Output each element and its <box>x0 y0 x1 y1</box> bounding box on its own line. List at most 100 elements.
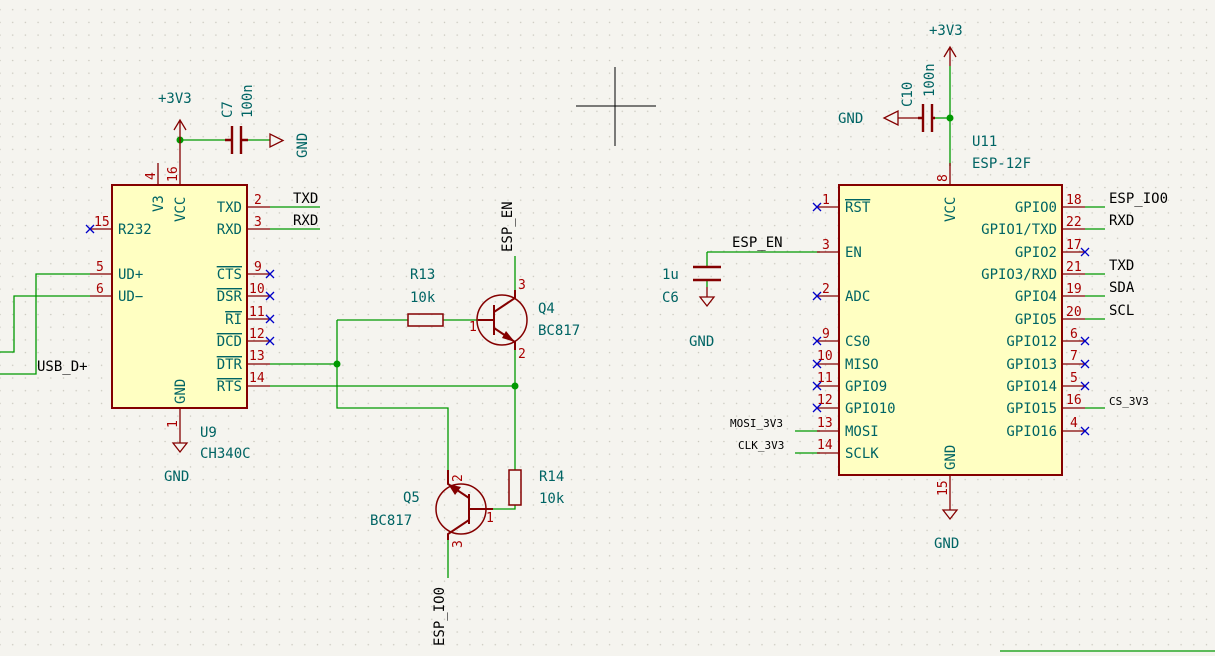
q5-pin-b: 1 <box>486 511 494 526</box>
r13-ref: R13 <box>410 267 435 283</box>
q5-leads <box>447 470 493 540</box>
net-label-txd[interactable]: TXD <box>293 191 318 207</box>
no-connect-x <box>265 314 275 324</box>
u9-pin-name: RTS <box>217 379 242 395</box>
u11-pin-name: GPIO5 <box>1015 312 1057 328</box>
u11-pin-num: 14 <box>817 438 833 453</box>
u11-pin-num: 5 <box>1070 371 1078 386</box>
q5-pin-c: 3 <box>451 540 466 548</box>
gnd-symbol-u9 <box>171 430 189 454</box>
gnd-label-c7: GND <box>295 133 311 158</box>
r13-value: 10k <box>410 290 436 306</box>
u11-pin-name: GND <box>943 445 959 470</box>
u11-pin-num: 21 <box>1066 260 1082 275</box>
net-label-esp-en-vertical[interactable]: ESP_EN <box>500 201 516 252</box>
net-label-txd[interactable]: TXD <box>1109 258 1134 274</box>
gnd-symbol-u11 <box>941 497 959 521</box>
vcc-arrow-u9 <box>173 118 187 163</box>
r14-body <box>508 469 522 506</box>
net-label-rxd[interactable]: RXD <box>1109 213 1134 229</box>
q4-arrow <box>502 331 515 342</box>
u9-pin-num: 2 <box>254 193 262 208</box>
u11-pin-name: GPIO15 <box>1006 401 1057 417</box>
u9-pin-name: UD− <box>118 289 143 305</box>
u11-pin-name: GPIO13 <box>1006 357 1057 373</box>
vcc-arrow-u11 <box>943 45 957 66</box>
junction-dot <box>511 382 519 390</box>
gnd-label-c10: GND <box>838 111 863 127</box>
c7-ref: C7 <box>220 101 236 118</box>
u11-pin-name: VCC <box>943 197 959 222</box>
c10-ref: C10 <box>900 82 916 107</box>
u9-pin-num: 11 <box>249 305 265 320</box>
no-connect-x <box>812 336 822 346</box>
q4-leads <box>478 290 516 350</box>
u11-pin-name: GPIO9 <box>845 379 887 395</box>
u11-pin-name: GPIO16 <box>1006 424 1057 440</box>
q5-pin-e: 2 <box>451 474 466 482</box>
net-label-cs-3v3[interactable]: CS_3V3 <box>1109 395 1149 408</box>
gnd-symbol-c7 <box>269 132 285 149</box>
net-label-usb-dp[interactable]: USB_D+ <box>37 359 88 375</box>
u11-pin-name: GPIO1/TXD <box>981 222 1057 238</box>
u9-pin-name: VCC <box>173 197 189 222</box>
u9-ch340c[interactable]: U9 CH340C 15 R232 5 UD+ 6 UD− 2 TXD 3 RX… <box>90 163 270 462</box>
capacitor-c10[interactable]: C10 100n <box>900 63 938 132</box>
wire-r14-to-q5 <box>493 505 516 510</box>
net-label-sda[interactable]: SDA <box>1109 280 1135 296</box>
no-connect-x <box>1080 426 1090 436</box>
vcc-label-u11: +3V3 <box>929 23 963 39</box>
u9-pin-num: 9 <box>254 260 262 275</box>
net-label-esp-io0-vertical[interactable]: ESP_IO0 <box>432 587 448 646</box>
r13-pin-num: 1 <box>469 320 477 335</box>
u9-pin-name: UD+ <box>118 267 143 283</box>
c10-plates <box>918 104 935 132</box>
no-connect-x <box>812 403 822 413</box>
c6-ref: C6 <box>662 290 679 306</box>
gnd-symbol-c6 <box>698 287 716 308</box>
transistor-q5[interactable]: Q5 BC817 1 2 3 <box>370 470 494 548</box>
u9-pin-name: RXD <box>217 222 242 238</box>
u9-pin-name: CTS <box>217 267 242 283</box>
wire-usb-dp <box>0 273 90 375</box>
net-label-clk-3v3[interactable]: CLK_3V3 <box>738 439 784 452</box>
net-label-esp-en[interactable]: ESP_EN <box>732 235 783 251</box>
resistor-r14[interactable]: R14 10k <box>508 469 565 507</box>
u11-pin-stubs <box>817 163 1085 497</box>
net-label-scl[interactable]: SCL <box>1109 303 1134 319</box>
u11-pin-num: 8 <box>936 174 951 182</box>
c10-value: 100n <box>922 63 938 97</box>
capacitor-c7[interactable]: C7 100n <box>220 84 256 154</box>
u9-pin-name: DTR <box>217 357 243 373</box>
gnd-symbol-c10 <box>882 109 918 127</box>
no-connect-x <box>812 359 822 369</box>
gnd-label-c6: GND <box>689 334 714 350</box>
u11-pin-name: MISO <box>845 357 879 373</box>
u9-pin-name: R232 <box>118 222 152 238</box>
u11-pin-num: 4 <box>1070 416 1078 431</box>
net-label-mosi-3v3[interactable]: MOSI_3V3 <box>730 417 783 430</box>
junction-dot <box>333 360 341 368</box>
q5-ref: Q5 <box>403 490 420 506</box>
u11-pin-name: GPIO10 <box>845 401 896 417</box>
no-connect-x <box>812 381 822 391</box>
u9-pin-num: 14 <box>249 371 265 386</box>
net-label-esp-io0[interactable]: ESP_IO0 <box>1109 191 1168 207</box>
u9-pin-name: TXD <box>217 200 242 216</box>
capacitor-c6[interactable]: 1u C6 <box>662 265 721 306</box>
wire-usb-dm <box>0 295 90 353</box>
net-label-rxd[interactable]: RXD <box>293 213 318 229</box>
u9-pin-num: 6 <box>96 282 104 297</box>
q4-pin-c: 3 <box>518 278 526 293</box>
u9-pin-num: 1 <box>166 420 181 428</box>
u9-pin-num: 15 <box>94 215 110 230</box>
u11-esp12f[interactable]: U11 ESP-12F 1 RST 3 EN 2 ADC 9 CS0 10 MI… <box>817 134 1085 497</box>
u9-pin-num: 13 <box>249 349 265 364</box>
no-connect-x <box>265 291 275 301</box>
no-connect-x <box>265 269 275 279</box>
u9-pin-name: DSR <box>217 289 243 305</box>
u11-pin-num: 15 <box>936 480 951 496</box>
resistor-r13[interactable]: R13 10k 1 <box>407 267 477 335</box>
transistor-q4[interactable]: Q4 BC817 3 2 <box>476 278 580 362</box>
